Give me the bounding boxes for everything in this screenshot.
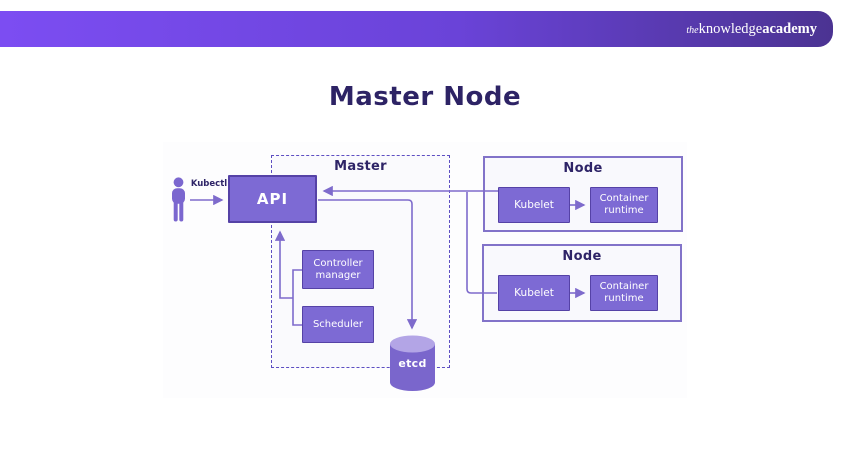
scheduler-box: Scheduler: [302, 306, 374, 343]
node-group-label-1: Node: [563, 161, 603, 176]
container-runtime-box-2: Container runtime: [590, 275, 658, 311]
kubectl-label: Kubectl: [190, 179, 228, 189]
etcd-label: etcd: [398, 357, 427, 370]
controller-manager-box: Controller manager: [302, 250, 374, 289]
kubelet-box-2: Kubelet: [498, 275, 570, 311]
api-box: API: [228, 175, 317, 223]
logo-the: the: [686, 24, 699, 36]
etcd-cylinder: etcd: [390, 335, 435, 392]
master-group-label: Master: [334, 159, 387, 174]
node-group-label-2: Node: [562, 249, 602, 264]
page-title: Master Node: [328, 82, 522, 112]
container-runtime-box-1: Container runtime: [590, 187, 658, 223]
logo-knowledge: knowledge: [698, 20, 763, 37]
logo-academy: academy: [762, 20, 817, 37]
cylinder-icon: [390, 335, 435, 391]
person-icon: [172, 177, 185, 222]
kubelet-box-1: Kubelet: [498, 187, 570, 223]
